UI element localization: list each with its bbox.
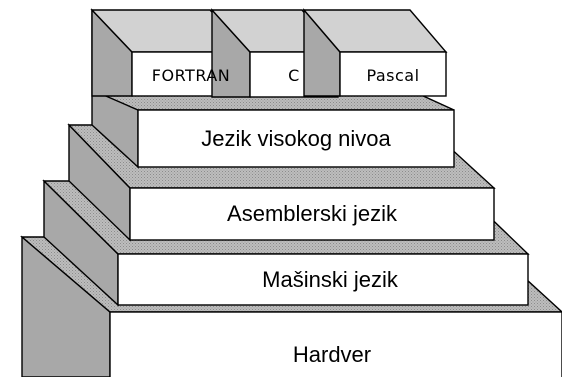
high-level-label: Jezik visokog nivoa [201,126,391,151]
machine-front-face [117,253,529,306]
assembly-label: Asemblerski jezik [227,201,398,226]
fortran-block [90,8,252,97]
fortran-label: FORTRAN [152,66,230,85]
pascal-front-face [339,51,447,97]
machine-label: Mašinski jezik [262,267,399,292]
pascal-label: Pascal [366,66,419,85]
c-label: C [288,66,300,85]
assembly-front-face [129,187,495,241]
hardware-front-face [109,311,562,377]
pascal-block [302,8,448,97]
high-level-front-face [137,109,455,168]
hardware-label: Hardver [293,342,371,367]
